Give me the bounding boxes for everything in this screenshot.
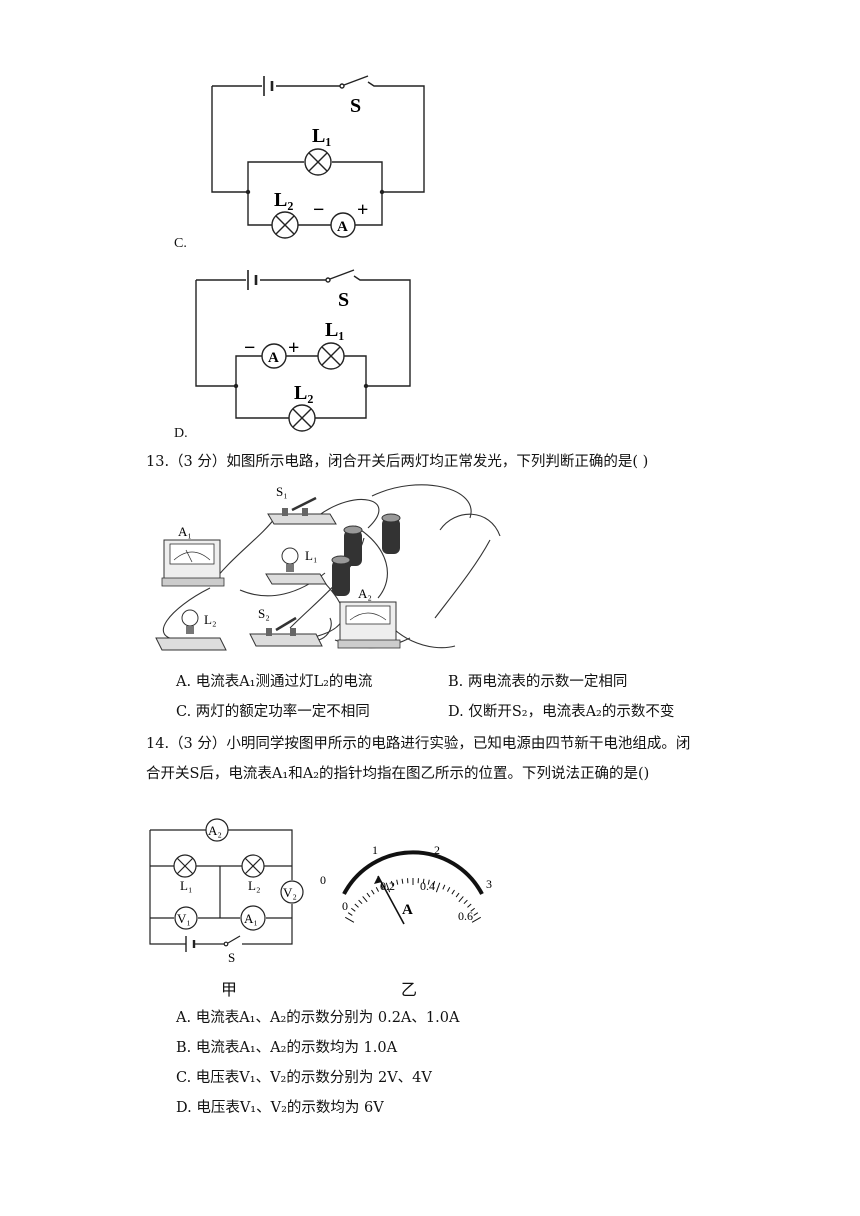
outer-tick-0: 0 (320, 873, 326, 887)
q14-option-a: A. 电流表A₁、A₂的示数分别为 0.2A、1.0A (176, 1010, 460, 1026)
dial-tick (467, 903, 472, 908)
dial-tick (432, 880, 436, 886)
switch-s1: S₁ (267, 484, 337, 525)
outer-tick-1: 1 (372, 843, 378, 857)
q14-option-b: B. 电流表A₁、A₂的示数均为 1.0A (176, 1040, 398, 1056)
svg-text:L₂: L₂ (248, 878, 260, 893)
svg-text:L₁: L₁ (180, 878, 192, 893)
svg-text:V₁: V₁ (177, 911, 191, 926)
svg-text:S: S (228, 950, 235, 965)
inner-tick-1: 0.2 (380, 879, 395, 893)
svg-text:S₂: S₂ (258, 606, 270, 621)
lamp-l2: L₂ (155, 609, 227, 651)
plus-sign: + (357, 199, 368, 221)
lamp1-label: L₁ (312, 125, 331, 147)
dial-tick (455, 892, 460, 898)
svg-text:A₂: A₂ (208, 823, 222, 838)
plus-sign: + (288, 337, 299, 359)
q14-circuit-figure-jia: A₂ L₁ L₂ V₂ V₁ A₁ S (149, 818, 304, 965)
dial-tick (354, 903, 359, 908)
figure-caption-jia: 甲 (221, 980, 238, 999)
dial-tick (422, 878, 425, 884)
dial-tick (435, 882, 441, 893)
dial-tick (344, 916, 355, 923)
circuit-figure-c: S L₁ L₂ A − + (211, 75, 425, 239)
q14-stem-line2: 合开关S后，电流表A₁和A₂的指针均指在图乙所示的位置。下列说法正确的是() (146, 766, 650, 782)
dial-tick (473, 912, 479, 916)
svg-text:S₁: S₁ (276, 484, 288, 499)
minus-sign: − (244, 337, 255, 359)
dial-tick (358, 899, 363, 905)
q13-option-d: D. 仅断开S₂，电流表A₂的示数不变 (448, 704, 675, 720)
dial-tick (362, 896, 368, 903)
lamp-l1: L₁ (265, 547, 327, 585)
q13-option-c: C. 两灯的额定功率一定不相同 (176, 704, 370, 720)
q13-stem: 13.（3 分）如图所示电路，闭合开关后两灯均正常发光，下列判断正确的是( ) (146, 454, 649, 470)
dial-tick (396, 879, 399, 885)
q14-stem-line1: 14.（3 分）小明同学按图甲所示的电路进行实验，已知电源由四节新干电池组成。闭 (146, 736, 691, 752)
dial-tick (463, 899, 468, 905)
ammeter-label: A (337, 219, 348, 235)
dial-tick (446, 886, 451, 892)
dial-tick (401, 878, 404, 884)
dial-tick (347, 912, 353, 916)
circuit-figure-d: S L₁ L₂ A − + (195, 269, 411, 432)
figure-caption-yi: 乙 (401, 980, 418, 999)
inner-tick-0: 0 (342, 899, 348, 913)
ammeter-a2: A₂ (337, 586, 401, 649)
q14-option-d: D. 电压表V₁、V₂的示数均为 6V (176, 1100, 384, 1116)
dial-tick (375, 886, 380, 892)
switch-label: S (338, 289, 349, 311)
inner-tick-2: 0.4 (420, 879, 435, 893)
lamp2-label: L₂ (274, 189, 293, 211)
unit-label: A (402, 902, 413, 918)
lamp2-label: L₂ (294, 382, 313, 404)
svg-text:L₂: L₂ (204, 612, 216, 627)
dial-tick (385, 882, 391, 893)
battery-1 (343, 525, 363, 566)
minus-sign: − (313, 199, 324, 221)
q14-option-c: C. 电压表V₁、V₂的示数分别为 2V、4V (176, 1070, 432, 1086)
dial-tick (427, 879, 430, 885)
dial-tick (351, 907, 356, 912)
q13-option-b: B. 两电流表的示数一定相同 (448, 674, 628, 690)
dial-tick (380, 884, 384, 890)
q14-ammeter-dial-yi: 0 1 2 3 0 0.2 0.4 0.6 A (320, 843, 492, 925)
ammeter-a1: A₁ (161, 524, 225, 587)
svg-text:A₂: A₂ (358, 586, 372, 601)
dial-tick (471, 916, 482, 923)
dial-tick (390, 880, 394, 886)
outer-tick-3: 3 (486, 877, 492, 891)
switch-s2: S₂ (249, 606, 323, 647)
battery-2 (381, 513, 401, 554)
dial-tick (470, 907, 475, 912)
svg-text:A₁: A₁ (244, 911, 258, 926)
dial-tick (442, 884, 446, 890)
outer-tick-2: 2 (434, 843, 440, 857)
dial-tick (458, 896, 464, 903)
svg-text:L₁: L₁ (305, 548, 317, 563)
q13-option-a: A. 电流表A₁测通过灯L₂的电流 (176, 674, 373, 690)
ammeter-label: A (268, 350, 279, 366)
inner-tick-3: 0.6 (458, 909, 473, 923)
option-d-label: D. (174, 426, 188, 441)
switch-label: S (350, 95, 361, 117)
dial-tick (371, 889, 375, 895)
battery-3 (331, 555, 351, 596)
dial-tick (366, 892, 371, 898)
q13-physical-circuit-figure: S₁ A₁ L₁ L₂ S₂ (155, 484, 501, 651)
dial-tick (451, 889, 455, 895)
svg-text:A₁: A₁ (178, 524, 192, 539)
svg-text:V₂: V₂ (283, 885, 297, 900)
option-c-label: C. (174, 236, 187, 251)
lamp1-label: L₁ (325, 319, 344, 341)
